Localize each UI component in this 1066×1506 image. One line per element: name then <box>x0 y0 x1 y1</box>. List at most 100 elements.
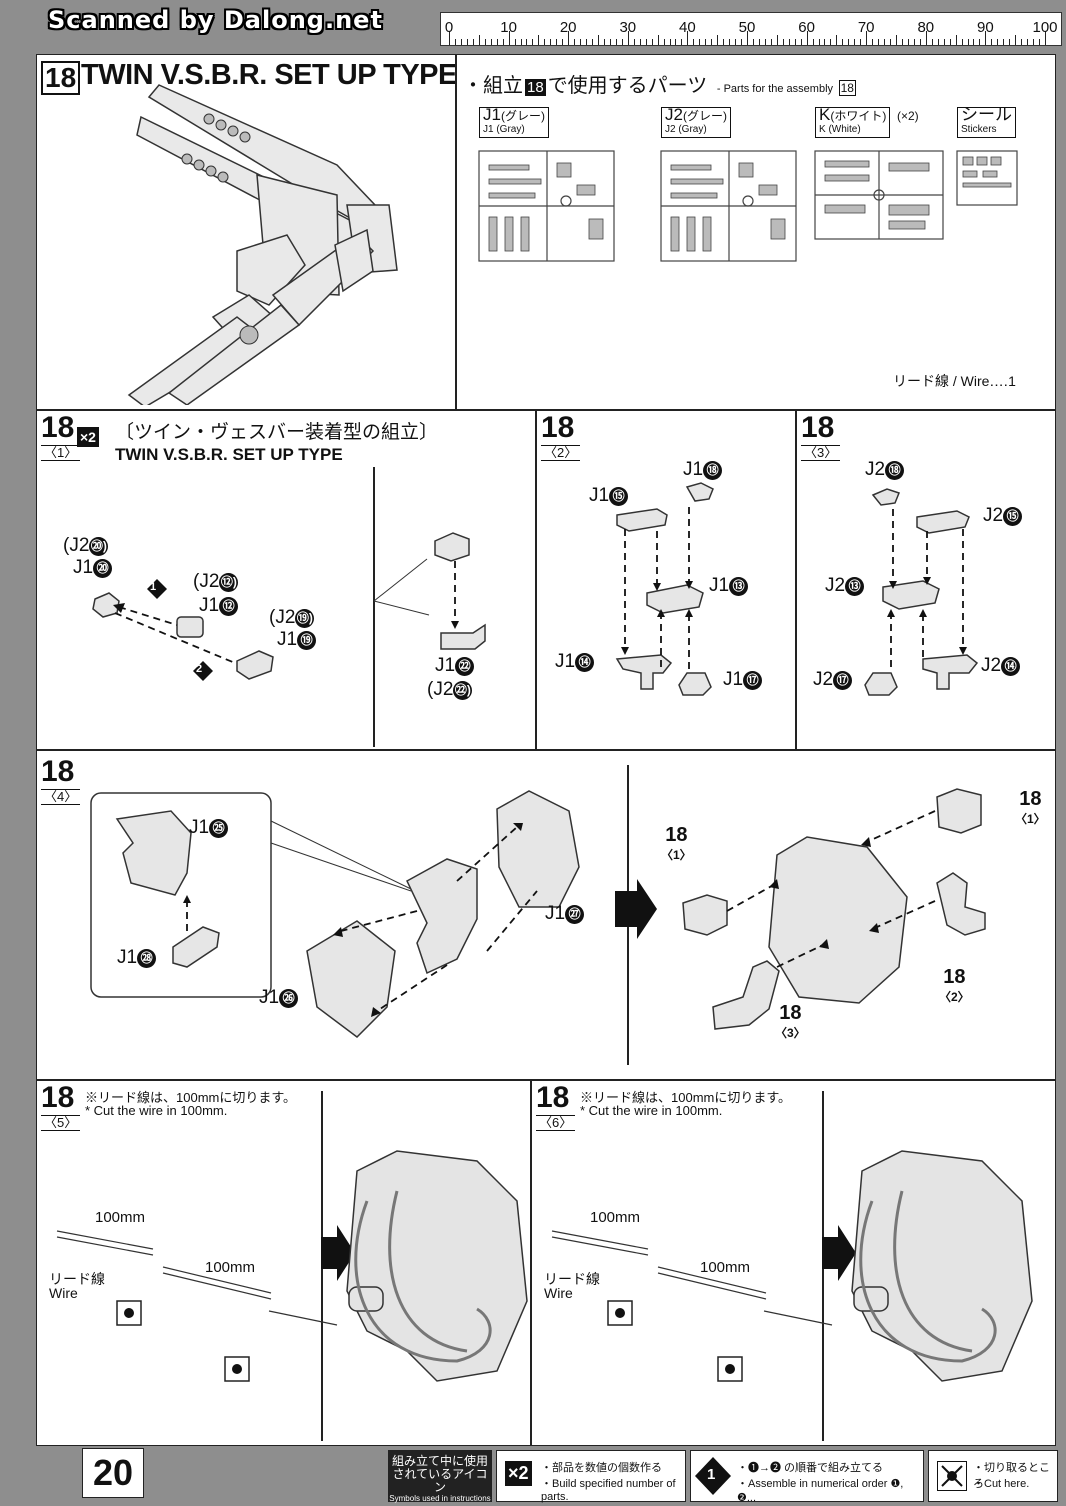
order-icon-number: 1 <box>707 1466 716 1483</box>
step-18-5-drawing <box>56 1150 528 1382</box>
ruler-tick <box>681 39 683 45</box>
parts-heading-jp: ・組立 <box>463 75 523 97</box>
ruler-tick <box>842 39 844 45</box>
ruler-number: 40 <box>679 19 696 36</box>
ruler-tick <box>592 39 594 45</box>
ruler-tick <box>621 39 623 45</box>
substep-label: 〈6〉 <box>536 1115 576 1131</box>
ruler-tick <box>955 35 957 45</box>
step-18-4-drawing <box>90 788 986 1038</box>
ruler-tick <box>764 39 766 45</box>
order-jp: ・❶→❷ の順番で組み立てる <box>737 1462 884 1474</box>
ruler-tick <box>687 31 689 45</box>
ruler-tick <box>478 35 480 45</box>
runner-label: J2(グレー)J2 (Gray) <box>661 106 731 138</box>
icons-legend-title: 組み立て中に使用 されているアイコン Symbols used in instr… <box>388 1450 492 1503</box>
ruler-number: 80 <box>917 19 935 36</box>
ruler-tick <box>931 39 933 45</box>
page-title: TWIN V.S.B.R. SET UP TYPE <box>81 59 457 91</box>
ruler-tick <box>460 39 462 45</box>
cut-note-jp: ※リード線は、100mmに切ります。 <box>85 1090 297 1105</box>
ruler-tick <box>603 39 605 45</box>
wire-label-jp: リード線 <box>49 1271 105 1287</box>
legend-multiplier: ×2 ・部品を数値の個数作る ・Build specified number o… <box>496 1450 686 1503</box>
ruler-tick <box>860 39 862 45</box>
step-18-5-panel: 18 〈5〉 ※リード線は、100mmに切ります。 * Cut the wire… <box>36 1080 531 1446</box>
ruler-tick <box>794 39 796 45</box>
step-18-1-panel: 18 〈1〉 ×2 〔ツイン・ヴェスバー装着型の組立〕 TWIN V.S.B.R… <box>36 410 536 750</box>
ruler-tick <box>586 39 588 45</box>
ruler-tick <box>639 39 641 45</box>
ruler-tick <box>788 39 790 45</box>
ruler-tick <box>484 39 486 45</box>
cut-note-en: * Cut the wire in 100mm. <box>85 1103 228 1118</box>
ruler-tick <box>615 39 617 45</box>
ruler-number: 60 <box>798 19 815 36</box>
ruler-tick <box>675 39 677 45</box>
scanner-credit: Scanned by Dalong.net <box>48 6 383 34</box>
length-label-1: 100mm <box>590 1209 641 1226</box>
ruler-number: 0 <box>444 19 454 36</box>
ruler-tick <box>699 39 701 45</box>
ruler-tick <box>997 39 999 45</box>
ruler-tick <box>645 39 647 45</box>
wire-label-en: Wire <box>544 1285 573 1301</box>
ruler-tick <box>919 39 921 45</box>
wire-label-en: Wire <box>49 1285 78 1301</box>
ruler-tick <box>991 39 993 45</box>
parts-heading-step: 18 <box>525 79 546 96</box>
ruler-tick <box>776 35 778 45</box>
ruler-tick <box>627 31 629 45</box>
ruler-tick <box>717 35 719 45</box>
step-18-6-panel: 18 〈6〉 ※リード線は、100mmに切ります。 * Cut the wire… <box>531 1080 1056 1446</box>
parts-heading-step-en: 18 <box>838 80 856 96</box>
runner-drawings <box>478 150 1018 262</box>
cut-note-en: * Cut the wire in 100mm. <box>580 1103 723 1118</box>
step-number: 18 <box>41 1081 75 1114</box>
ruler-tick <box>890 39 892 45</box>
ruler-tick <box>1033 39 1035 45</box>
ruler-tick <box>830 39 832 45</box>
ruler-tick <box>669 39 671 45</box>
icons-legend-en: Symbols used in instructions <box>389 1494 491 1503</box>
order-1: 1 <box>150 581 157 593</box>
vsbr-illustration <box>127 84 398 405</box>
ruler-tick <box>657 35 659 45</box>
ruler-tick <box>901 39 903 45</box>
cut-en: ・Cut here. <box>973 1478 1030 1490</box>
step-18-2-drawing <box>615 482 714 696</box>
ruler-tick <box>556 39 558 45</box>
ruler-number: 100 <box>1032 19 1058 36</box>
ruler-tick <box>520 39 522 45</box>
page-number: 20 <box>82 1448 144 1498</box>
ruler-tick <box>562 39 564 45</box>
substep-label: 〈5〉 <box>41 1115 81 1131</box>
parts-heading-en: - Parts for the assembly <box>716 83 834 95</box>
step-number: 18 <box>536 1081 570 1114</box>
ruler-tick <box>580 39 582 45</box>
step-18-4-panel: 18 〈4〉 <box>36 750 1056 1080</box>
ruler-tick <box>1045 31 1046 45</box>
ruler-tick <box>848 39 850 45</box>
legend-order: 1 ・❶→❷ の順番で組み立てる ・Assemble in numerical … <box>690 1450 924 1504</box>
ruler-tick <box>729 39 731 45</box>
ruler-number: 10 <box>500 19 517 36</box>
ruler-tick <box>1003 39 1005 45</box>
ruler-tick <box>544 39 546 45</box>
